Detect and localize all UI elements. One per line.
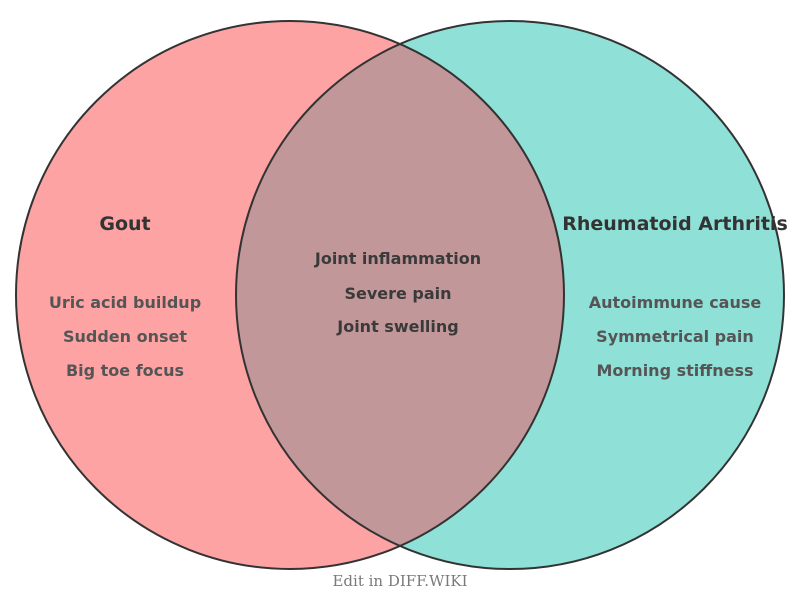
overlap-item-2: Severe pain	[344, 284, 451, 303]
edit-caption[interactable]: Edit in DIFF.WIKI	[332, 572, 467, 590]
gout-item-2: Sudden onset	[63, 327, 187, 346]
rheumatoid-arthritis-item-2: Symmetrical pain	[596, 327, 754, 346]
gout-item-3: Big toe focus	[66, 361, 184, 380]
rheumatoid-arthritis-item-1: Autoimmune cause	[589, 293, 762, 312]
gout-title: Gout	[99, 213, 150, 235]
overlap-region	[236, 44, 564, 546]
gout-item-1: Uric acid buildup	[49, 293, 201, 312]
overlap-item-1: Joint inflammation	[314, 249, 481, 268]
overlap-item-3: Joint swelling	[336, 317, 459, 336]
rheumatoid-arthritis-circle-outline	[235, 20, 785, 570]
gout-circle-outline	[15, 20, 565, 570]
rheumatoid-arthritis-title: Rheumatoid Arthritis	[562, 213, 788, 235]
rheumatoid-arthritis-item-3: Morning stiffness	[597, 361, 754, 380]
